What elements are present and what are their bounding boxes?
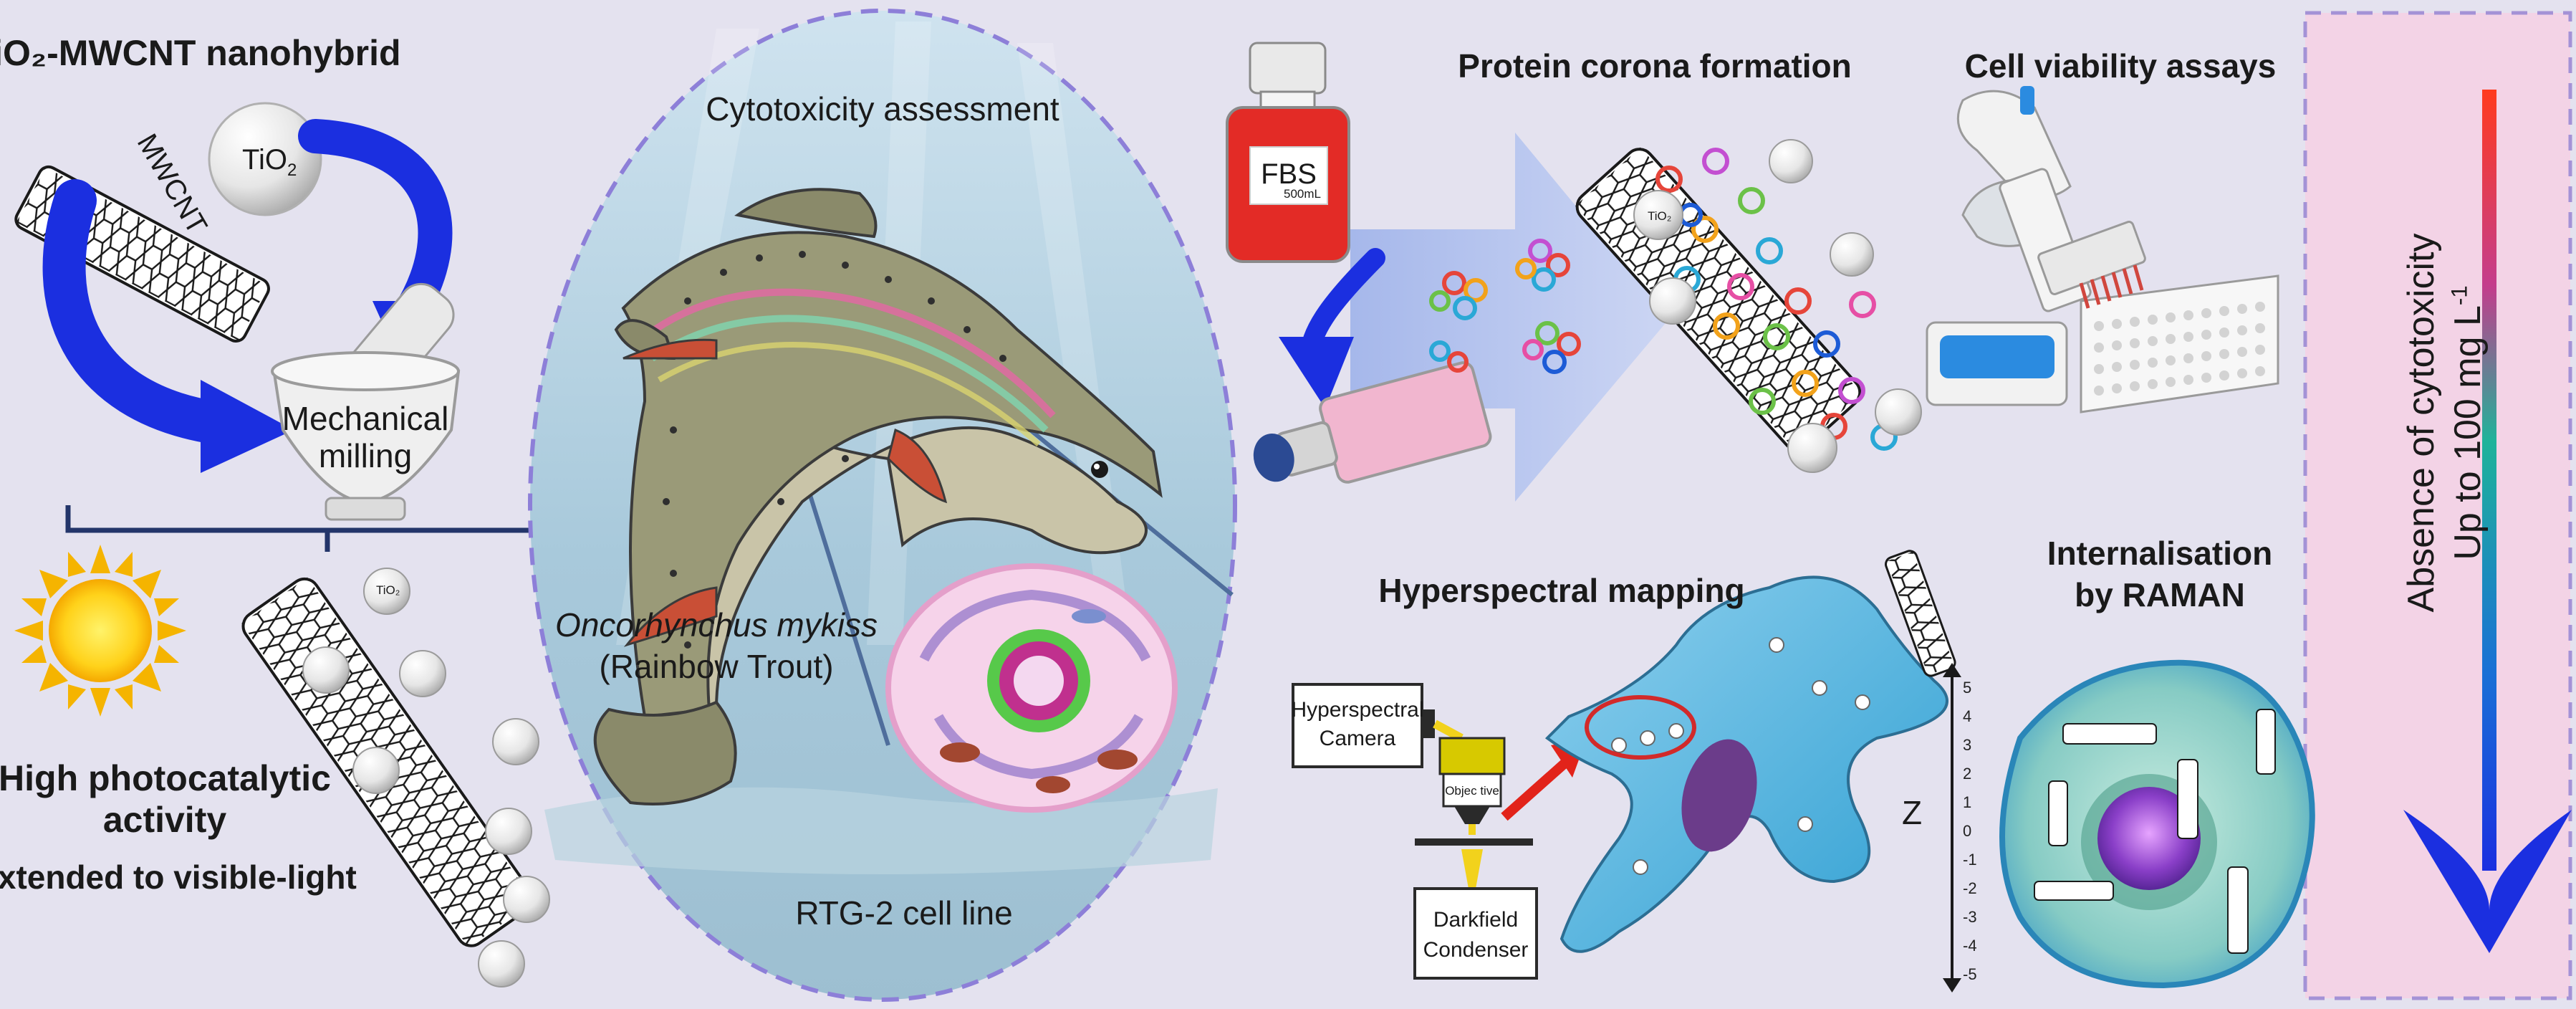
corona-tio2-label: TiO₂ [1648,209,1672,223]
common-name: (Rainbow Trout) [599,648,834,685]
z-tick-label: 1 [1963,793,1972,811]
raman-title-1: Internalisation [2047,535,2273,572]
species-name: Oncorhynchus mykiss [555,606,878,644]
reservoir-icon [1926,321,2068,406]
result-panel [2303,11,2572,1000]
hyperspectral-section [1292,575,1948,980]
flask-icon [1253,361,1492,484]
hyperspectral-title: Hyperspectral mapping [1378,572,1745,609]
result-line-1: Absence of cytotoxicity [2400,233,2442,613]
raman-section [1885,550,2315,993]
raman-title-2: by RAMAN [2075,576,2245,613]
z-tick-label: -3 [1963,908,1977,926]
activity-label-2: activity [102,800,227,840]
fish-icon [593,188,1163,805]
mortar-label-2: milling [318,437,413,474]
corona-tio2 [1633,139,1922,473]
cytotoxicity-oval [528,9,1237,1002]
well-plate-icon [2080,274,2279,413]
raman-cell-icon [1999,659,2315,989]
z-tick-label: 5 [1963,679,1972,697]
bottle-volume: 500mL [1284,187,1321,201]
z-tick-label: -4 [1963,937,1977,955]
z-tick-label: 4 [1963,707,1972,725]
mortar-label-1: Mechanical [282,400,449,437]
blue-arrow-right [298,119,453,333]
z-tick-label: -2 [1963,879,1977,897]
tio2-ball-label: TiO2 [242,144,297,180]
corona-section [1226,42,1922,502]
z-tick-label: 3 [1963,736,1972,754]
camera-label-1: Hyperspectral [1291,698,1424,722]
z-tick-label: -1 [1963,851,1977,869]
raman-nanotube-icon [1885,550,1956,677]
sun-icon [14,545,186,717]
protein-clusters [1429,239,1581,374]
corona-title: Protein corona formation [1458,47,1852,85]
tio2-mwcnt-section [14,102,590,988]
objective-label: Objec tive [1445,784,1499,798]
viability-section [1926,86,2279,413]
tio2-particle-label: TiO₂ [376,583,400,597]
condenser-label-2: Condenser [1423,938,1529,962]
cytotoxicity-title: Cytotoxicity assessment [706,90,1059,128]
activity-label-1: High photocatalytic [0,758,331,798]
pipette-icon [1956,86,2146,312]
microscope-icon [1413,737,1538,980]
camera-icon [1292,683,1423,768]
tio2-ball-icon [208,102,322,216]
gradient-arrow-icon [2403,90,2572,953]
cell-line-label: RTG-2 cell line [795,894,1013,932]
camera-label-2: Camera [1319,727,1396,750]
z-axis-label: Z [1902,794,1923,831]
cell-icon [885,563,1178,813]
mortar-icon [271,282,461,521]
visible-light-label: Extended to visible-light [0,859,357,896]
viability-title: Cell viability assays [1964,47,2277,85]
result-line-2: Up to 100 mg L-1 [2446,285,2489,560]
bottle-icon [1226,42,1350,263]
bottle-label: FBS [1261,158,1317,190]
z-tick-label: 0 [1963,822,1972,840]
tio2-particles [302,568,550,988]
z-tick-label: 2 [1963,765,1972,783]
corona-proteins [1655,148,1898,451]
condenser-label-1: Darkfield [1433,908,1519,932]
fibroblast-icon [1544,575,1948,953]
z-tick-label: -5 [1963,965,1977,983]
nanohybrid-title: TiO₂-MWCNT nanohybrid [0,33,401,73]
blue-arrow-left [42,179,236,444]
